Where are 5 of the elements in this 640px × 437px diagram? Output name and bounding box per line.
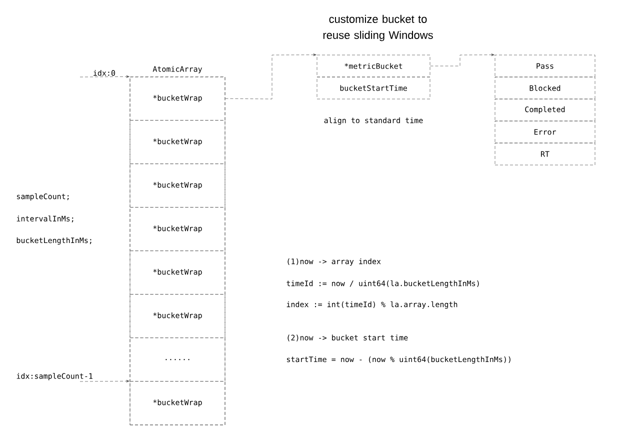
arrow [225,54,316,100]
title: customize bucket to reuse sliding Windows [323,14,433,42]
arrow [80,75,130,78]
arrow [80,380,130,382]
arrow [430,54,494,66]
